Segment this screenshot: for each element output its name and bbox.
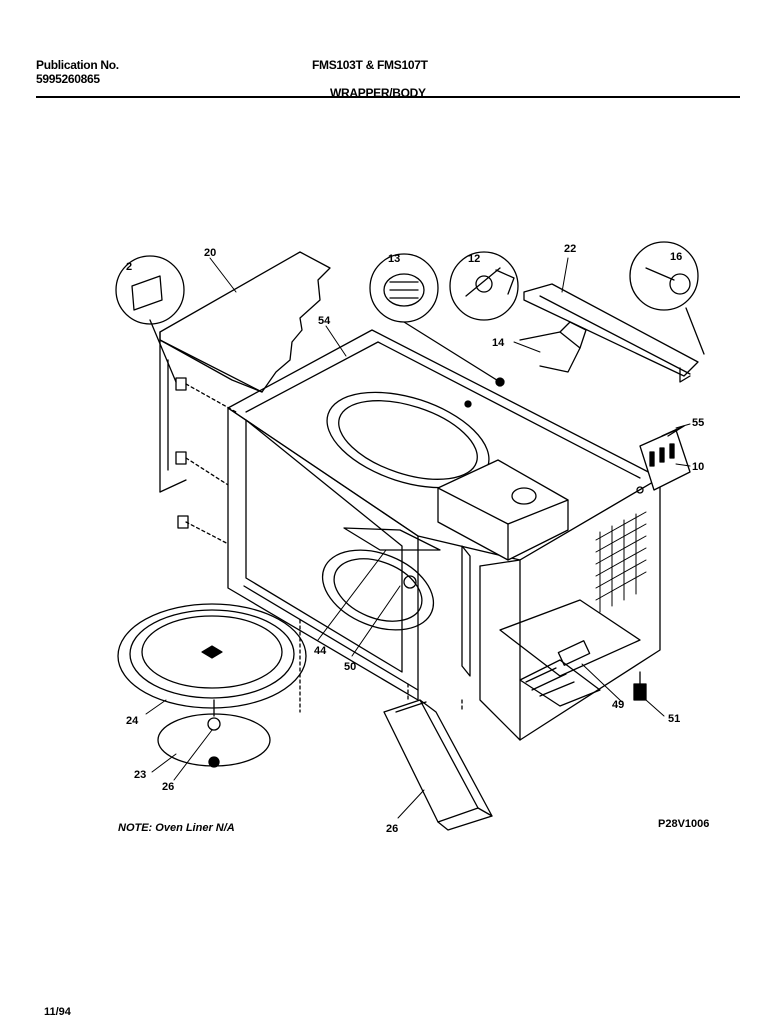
callout-50: 50 — [344, 661, 356, 673]
revision-date: 11/94 — [44, 1006, 71, 1018]
header-rule — [36, 96, 740, 98]
part-16-bubble — [629, 241, 705, 355]
callout-44: 44 — [314, 645, 327, 657]
turntable-glass — [117, 603, 307, 709]
callout-22: 22 — [564, 243, 576, 255]
leader-lines — [145, 257, 691, 819]
callout-49: 49 — [612, 699, 624, 711]
wrapper-panel — [159, 251, 331, 529]
callout-23: 23 — [134, 769, 146, 781]
callout-20: 20 — [204, 247, 216, 259]
part-13-bubble — [369, 253, 501, 383]
callout-54: 54 — [318, 315, 331, 327]
part-22-rail — [523, 283, 699, 383]
callout-12: 12 — [468, 253, 480, 265]
part-12-bubble — [449, 251, 519, 321]
callout-26-base: 26 — [386, 823, 398, 835]
oven-liner-note: NOTE: Oven Liner N/A — [118, 822, 235, 834]
part-14-bracket — [519, 321, 587, 373]
publication-number: 5995260865 — [36, 72, 100, 86]
callout-2: 2 — [126, 261, 132, 273]
drawing-code: P28V1006 — [658, 818, 710, 830]
part-2-bubble — [115, 255, 185, 383]
callout-51: 51 — [668, 713, 680, 725]
part-51-screw — [633, 671, 647, 701]
callout-13: 13 — [388, 253, 400, 265]
callout-14: 14 — [492, 337, 505, 349]
cavity-body — [227, 329, 661, 741]
publication-label: Publication No. — [36, 58, 119, 72]
callout-55: 55 — [692, 417, 704, 429]
part-10-plate — [639, 425, 691, 491]
callout-10: 10 — [692, 461, 704, 473]
base-channel — [383, 699, 493, 831]
callout-16: 16 — [670, 251, 682, 263]
model-numbers: FMS103T & FMS107T — [312, 58, 428, 72]
callout-26-turntable: 26 — [162, 781, 174, 793]
roller-ring — [157, 713, 271, 768]
callout-24: 24 — [126, 715, 139, 727]
part-55-screw — [667, 425, 685, 437]
